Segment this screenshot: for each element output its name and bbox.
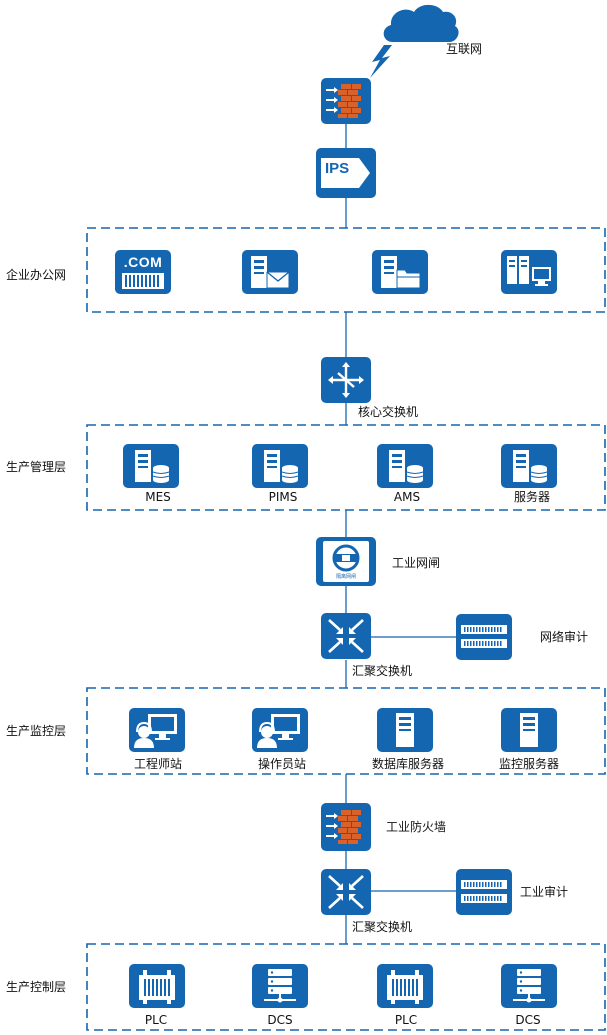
zone-production-control [86, 943, 606, 1031]
industrial-gateway-label: 工业网闸 [392, 556, 441, 570]
zone-production-management [86, 424, 606, 511]
ams-server-icon[interactable] [377, 444, 433, 488]
server-db-icon[interactable] [501, 444, 557, 488]
engineer-station-icon[interactable] [129, 708, 185, 752]
ams-label: AMS [393, 490, 421, 504]
aggregation-switch-2-icon[interactable] [321, 869, 371, 915]
server-label: 服务器 [513, 490, 551, 504]
industrial-firewall-label: 工业防火墙 [386, 820, 447, 834]
gateway-caption: 隔离网闸 [335, 574, 356, 580]
plc-label-1: PLC [144, 1013, 168, 1027]
industrial-gateway-icon[interactable]: 隔离网闸 [316, 537, 376, 586]
engineer-station-label: 工程师站 [133, 757, 183, 771]
mail-server-icon[interactable] [242, 250, 298, 294]
cloud-icon [383, 4, 459, 43]
plc-icon[interactable] [377, 964, 433, 1008]
mes-label: MES [145, 490, 171, 504]
com-text: .COM [123, 254, 163, 270]
lightning-icon [370, 45, 392, 78]
core-switch-label: 核心交换机 [358, 405, 419, 419]
plc-label-2: PLC [394, 1013, 418, 1027]
industrial-audit-icon[interactable] [456, 869, 512, 915]
office-network-label: 企业办公网 [6, 268, 67, 282]
database-server-label: 数据库服务器 [371, 757, 445, 771]
pims-server-icon[interactable] [252, 444, 308, 488]
plc-icon[interactable] [129, 964, 185, 1008]
aggregation-switch-1-label: 汇聚交换机 [352, 664, 413, 678]
server-cluster-icon[interactable] [501, 250, 557, 294]
production-management-label: 生产管理层 [6, 460, 67, 474]
aggregation-switch-2-label: 汇聚交换机 [352, 920, 413, 934]
ips-icon[interactable]: IPS [316, 148, 376, 198]
mes-server-icon[interactable] [123, 444, 179, 488]
monitoring-server-icon[interactable] [501, 708, 557, 752]
dcs-icon[interactable] [501, 964, 557, 1008]
com-server-icon[interactable]: .COM [115, 250, 171, 294]
ips-text: IPS [325, 160, 350, 177]
network-audit-icon[interactable] [456, 614, 512, 660]
firewall-icon[interactable] [321, 78, 371, 124]
operator-station-icon[interactable] [252, 708, 308, 752]
zone-office-network [86, 227, 606, 313]
zone-production-monitoring [86, 687, 606, 775]
network-audit-label: 网络审计 [540, 630, 589, 644]
monitoring-server-label: 监控服务器 [498, 757, 560, 771]
pims-label: PIMS [268, 490, 298, 504]
database-server-icon[interactable] [377, 708, 433, 752]
core-switch-icon[interactable] [321, 357, 371, 403]
operator-station-label: 操作员站 [257, 757, 307, 771]
dcs-label-1: DCS [267, 1013, 293, 1027]
aggregation-switch-icon[interactable] [321, 613, 371, 659]
production-control-label: 生产控制层 [6, 980, 67, 994]
file-server-icon[interactable] [372, 250, 428, 294]
industrial-audit-label: 工业审计 [520, 885, 569, 899]
dcs-icon[interactable] [252, 964, 308, 1008]
industrial-firewall-icon[interactable] [321, 803, 371, 851]
dcs-label-2: DCS [515, 1013, 541, 1027]
production-monitoring-label: 生产监控层 [6, 724, 67, 738]
internet-label: 互联网 [446, 42, 483, 56]
